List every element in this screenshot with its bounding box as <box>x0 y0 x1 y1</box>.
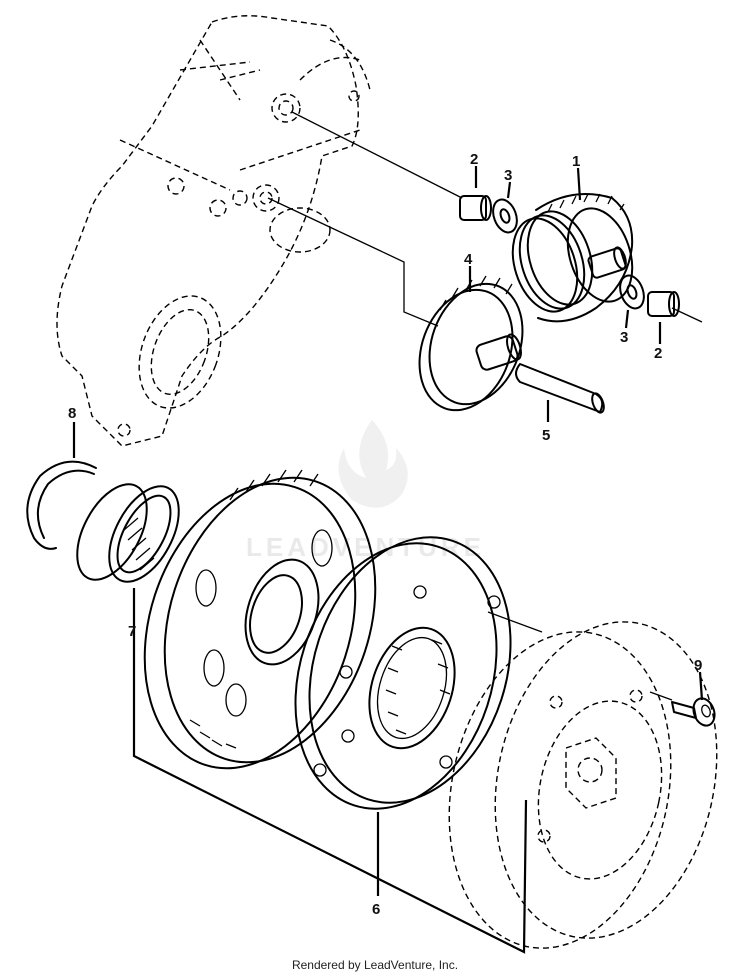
callout-lead-lines <box>72 166 704 954</box>
callout-7: 7 <box>128 623 136 640</box>
footer-credit: Rendered by LeadVenture, Inc. <box>291 958 459 972</box>
part-4-drive-gear <box>418 275 524 412</box>
part-8-snap-ring <box>26 460 97 550</box>
callout-1: 1 <box>572 153 580 170</box>
engine-case-outline <box>56 15 371 447</box>
part-1-clutch-assembly <box>511 193 634 323</box>
part-3-washer-lower <box>619 274 645 310</box>
part-7-needle-bearing <box>76 483 180 583</box>
callout-8: 8 <box>68 405 76 422</box>
callout-2: 2 <box>470 151 478 168</box>
starter-ring-gear <box>143 469 377 770</box>
callout-labels: 1 2 3 4 5 6 7 8 9 2 3 <box>68 151 702 918</box>
callout-6: 6 <box>372 901 380 918</box>
callout-3-lower: 3 <box>620 329 628 346</box>
callout-9: 9 <box>694 657 702 674</box>
part-5-shaft <box>515 363 605 414</box>
part-3-washer-upper <box>492 198 518 234</box>
part-6-starter-clutch <box>294 536 512 810</box>
part-2-bushing-lower <box>647 291 680 317</box>
callout-3: 3 <box>504 167 512 184</box>
watermark-text: LEADVENTURE <box>246 532 485 562</box>
part-2-bushing-upper <box>459 195 492 221</box>
flame-logo-icon <box>338 420 408 508</box>
part-9-bolt <box>671 697 716 727</box>
callout-4: 4 <box>464 251 473 268</box>
flywheel-outline <box>448 621 718 949</box>
callout-2-lower: 2 <box>654 345 662 362</box>
callout-5: 5 <box>542 427 550 444</box>
watermark: LEADVENTURE <box>246 420 485 562</box>
leader-lines <box>267 111 703 701</box>
